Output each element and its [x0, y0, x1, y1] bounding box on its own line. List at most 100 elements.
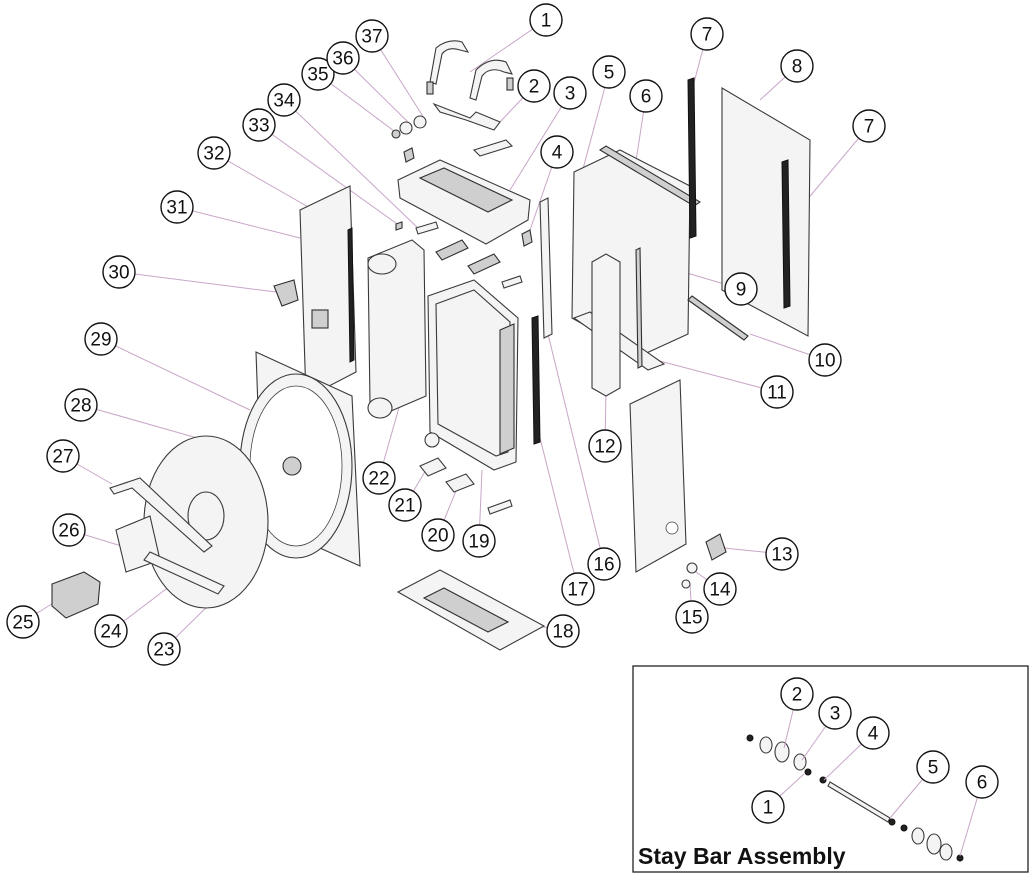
main-callout-number: 25: [12, 613, 33, 634]
part-radiator-port: [424, 432, 440, 448]
main-callout-25: 25: [6, 605, 40, 639]
main-callout-number: 8: [792, 57, 803, 78]
main-callout-circle: [703, 572, 737, 606]
main-leader-16: [547, 333, 605, 565]
main-callout-circle: [462, 524, 496, 558]
inset-washer-left-b: [774, 741, 790, 763]
part-top-tray-inner: [418, 167, 514, 213]
main-callout-number: 31: [166, 198, 187, 219]
main-callout-circle: [102, 255, 136, 289]
main-callout-number: 37: [361, 27, 382, 48]
main-callout-29: 29: [84, 322, 118, 356]
main-callout-19: 19: [462, 524, 496, 558]
main-callout-number: 15: [681, 608, 702, 629]
main-leader-17: [537, 429, 579, 590]
main-callout-14: 14: [703, 572, 737, 606]
main-callout-36: 36: [326, 41, 360, 75]
main-callout-number: 6: [641, 87, 652, 108]
inset-callout-3: 3: [818, 696, 852, 730]
part-rear-bar-6: [598, 145, 702, 207]
part-cooler-inlet: [367, 253, 397, 275]
main-callout-number: 32: [203, 144, 224, 165]
main-callout-10: 10: [808, 343, 842, 377]
main-callout-34: 34: [267, 83, 301, 117]
main-callout-number: 22: [368, 469, 389, 490]
inset-callout-number: 3: [830, 704, 841, 725]
part-grille-b: [467, 253, 501, 275]
main-callout-circle: [546, 614, 580, 648]
main-callout-number: 16: [593, 555, 614, 576]
part-seal-7a: [687, 77, 697, 239]
main-callout-21: 21: [388, 488, 422, 522]
parts-illustration: [51, 40, 811, 651]
main-callout-30: 30: [102, 255, 136, 289]
part-seal-7b: [781, 159, 791, 309]
part-right-side-panel: [629, 379, 687, 573]
part-panel-hole: [665, 521, 679, 535]
main-callout-circle: [46, 439, 80, 473]
main-leader-29: [100, 338, 251, 411]
main-callout-18: 18: [546, 614, 580, 648]
main-callout-circle: [760, 375, 794, 409]
main-callout-4: 4: [540, 135, 574, 169]
main-callout-number: 21: [394, 496, 415, 517]
main-callout-circle: [808, 343, 842, 377]
main-callout-number: 11: [767, 383, 787, 404]
main-callout-2: 2: [517, 69, 551, 103]
main-callout-17: 17: [561, 572, 595, 606]
inset-nut-right-b: [900, 824, 908, 832]
inset-callout-1: 1: [751, 790, 785, 824]
main-callout-circle: [421, 518, 455, 552]
part-side-panel-31: [299, 185, 357, 399]
main-callout-circle: [301, 57, 335, 91]
main-callout-circle: [147, 632, 181, 666]
part-strip-mid: [501, 275, 523, 289]
part-grille-a: [435, 239, 469, 261]
main-callout-circle: [629, 79, 663, 113]
inset-callout-circle: [818, 696, 852, 730]
part-side-rail-4: [539, 197, 553, 339]
main-callout-number: 30: [108, 263, 129, 284]
inset-stay-rod: [827, 781, 891, 823]
main-callout-31: 31: [160, 190, 194, 224]
main-leader-30: [118, 271, 277, 293]
main-callout-circle: [561, 572, 595, 606]
main-callout-1: 1: [529, 3, 563, 37]
main-callout-number: 18: [552, 622, 573, 643]
main-callout-number: 14: [709, 580, 731, 601]
main-callout-number: 10: [814, 351, 835, 372]
main-callout-number: 2: [529, 77, 540, 98]
inset-washer-left-a: [759, 736, 773, 754]
part-oil-cooler-12: [591, 253, 621, 397]
main-callout-circle: [587, 547, 621, 581]
inset-callout-2: 2: [780, 677, 814, 711]
main-callout-number: 1: [541, 11, 552, 32]
main-callout-number: 24: [100, 622, 122, 643]
part-motor-25: [51, 571, 101, 619]
main-callout-7: 7: [852, 109, 886, 143]
part-handle-bolt-a: [426, 81, 434, 95]
main-callout-circle: [592, 55, 626, 89]
main-callout-37: 37: [355, 19, 389, 53]
part-handle-bolt-b: [506, 77, 514, 91]
main-callout-6: 6: [629, 79, 663, 113]
inset-callout-circle: [751, 790, 785, 824]
part-radiator-fins: [499, 323, 515, 455]
main-callout-circle: [529, 3, 563, 37]
part-plate-21: [419, 457, 447, 477]
main-callout-number: 23: [153, 640, 174, 661]
main-callout-12: 12: [588, 429, 622, 463]
inset-callout-circle: [856, 716, 890, 750]
main-callout-circle: [197, 136, 231, 170]
inset-callout-6: 6: [965, 765, 999, 799]
part-plate-34: [415, 221, 439, 235]
inset-nut-left: [746, 734, 754, 742]
main-leader-31: [176, 206, 301, 239]
part-plate-20: [445, 473, 475, 493]
main-callout-5: 5: [592, 55, 626, 89]
inset-title: Stay Bar Assembly: [638, 843, 846, 869]
main-leader-11: [655, 359, 778, 393]
main-callout-number: 4: [552, 143, 563, 164]
